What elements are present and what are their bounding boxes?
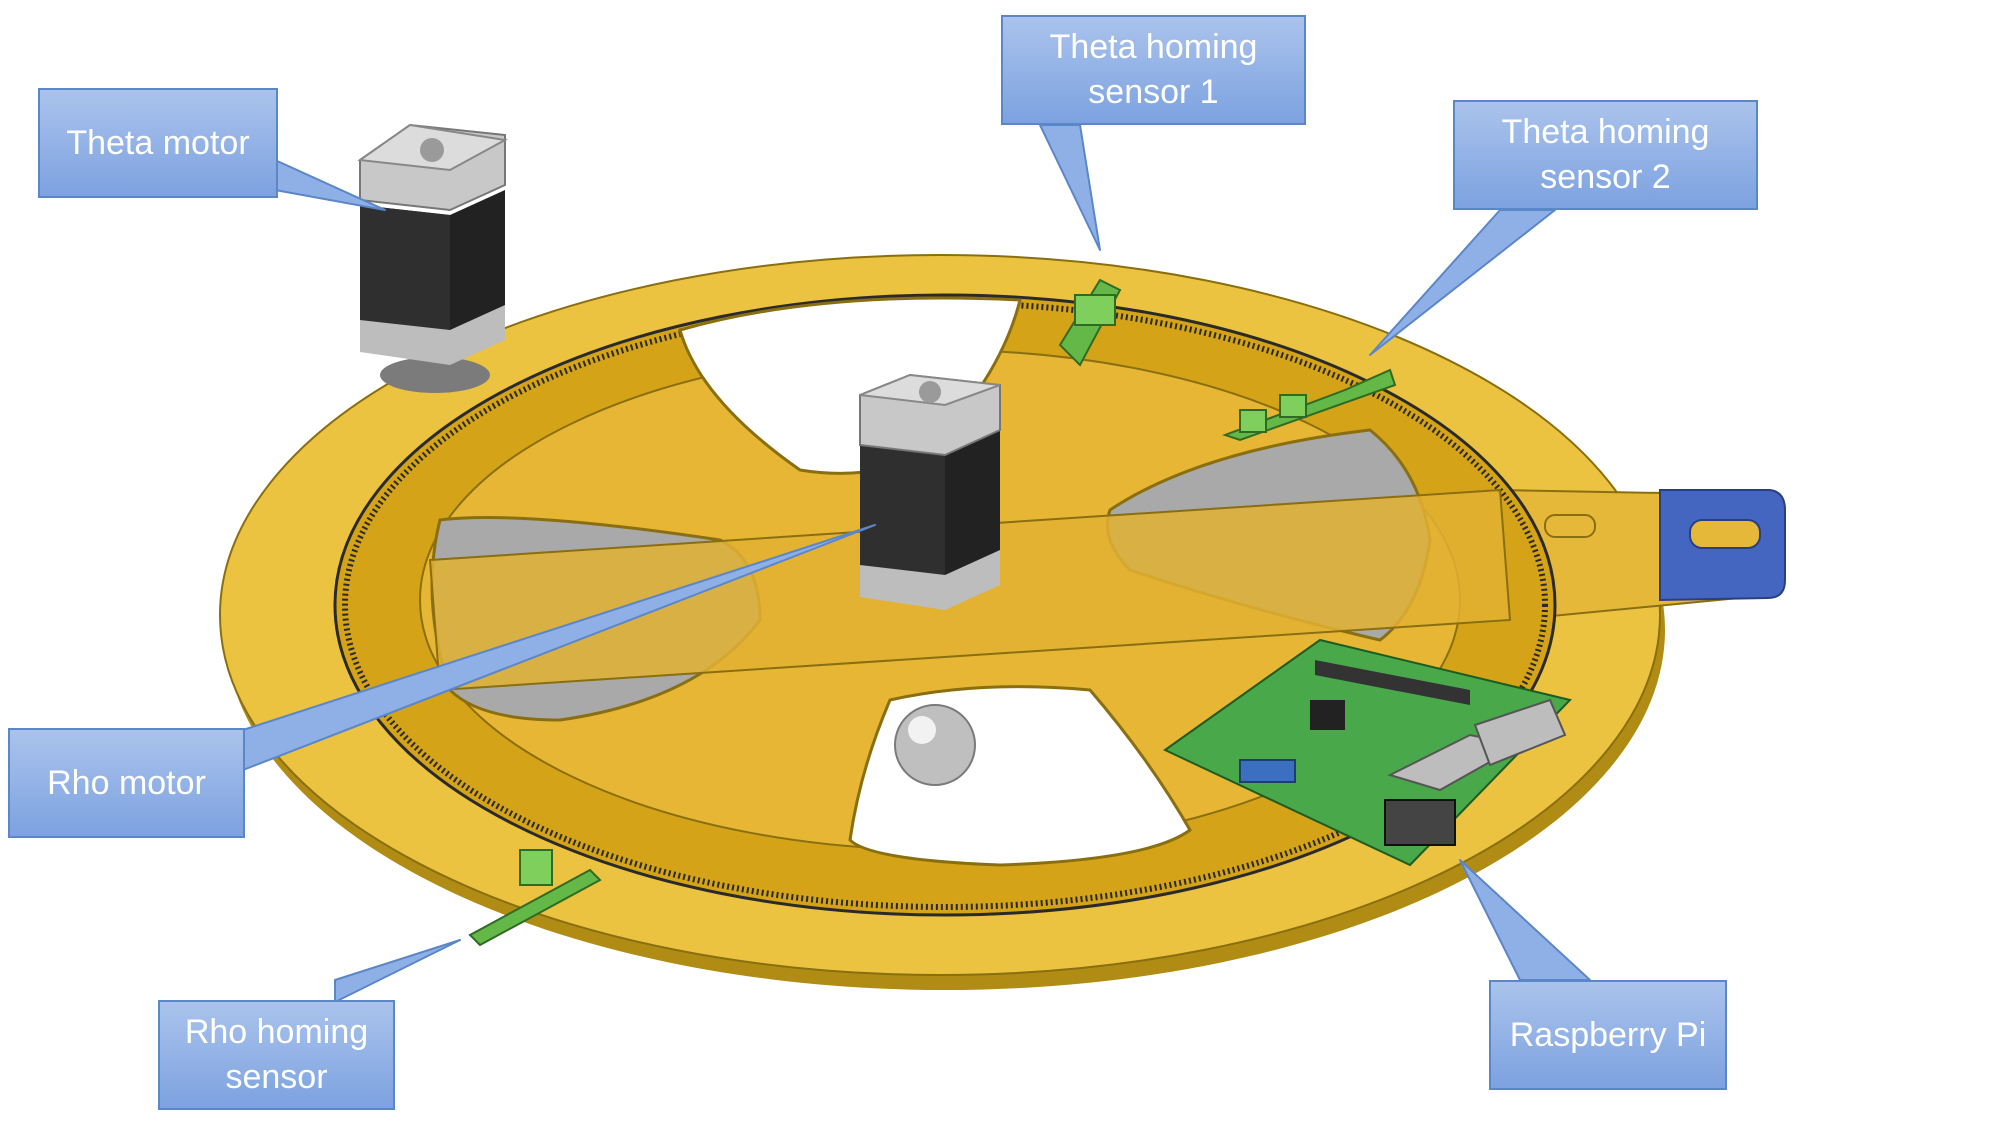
theta-homing-sensor-2-part: [1222, 368, 1397, 442]
callout-pointers: [242, 124, 1591, 1003]
callout-raspberry-pi: Raspberry Pi: [1489, 980, 1727, 1090]
rho-homing-sensor-part: [468, 849, 602, 947]
pointer-rho-homing: [334, 939, 461, 1003]
callout-theta-motor: Theta motor: [38, 88, 278, 198]
rho-motor: [859, 373, 1001, 610]
callout-theta-homing-sensor-2: Theta homing sensor 2: [1453, 100, 1758, 210]
steel-ball: [894, 704, 976, 786]
callout-theta-homing-sensor-1: Theta homing sensor 1: [1001, 15, 1306, 125]
raspberry-pi-board: [1163, 638, 1572, 867]
callout-rho-homing-sensor: Rho homing sensor: [158, 1000, 395, 1110]
pointer-theta-sensor-2: [1369, 209, 1556, 356]
pointer-raspberry-pi: [1459, 859, 1591, 981]
theta-homing-sensor-1-part: [1058, 278, 1122, 367]
callout-rho-motor: Rho motor: [8, 728, 245, 838]
pointer-theta-sensor-1: [1039, 124, 1101, 251]
rho-arm: [1498, 488, 1786, 622]
theta-motor: [357, 123, 509, 393]
